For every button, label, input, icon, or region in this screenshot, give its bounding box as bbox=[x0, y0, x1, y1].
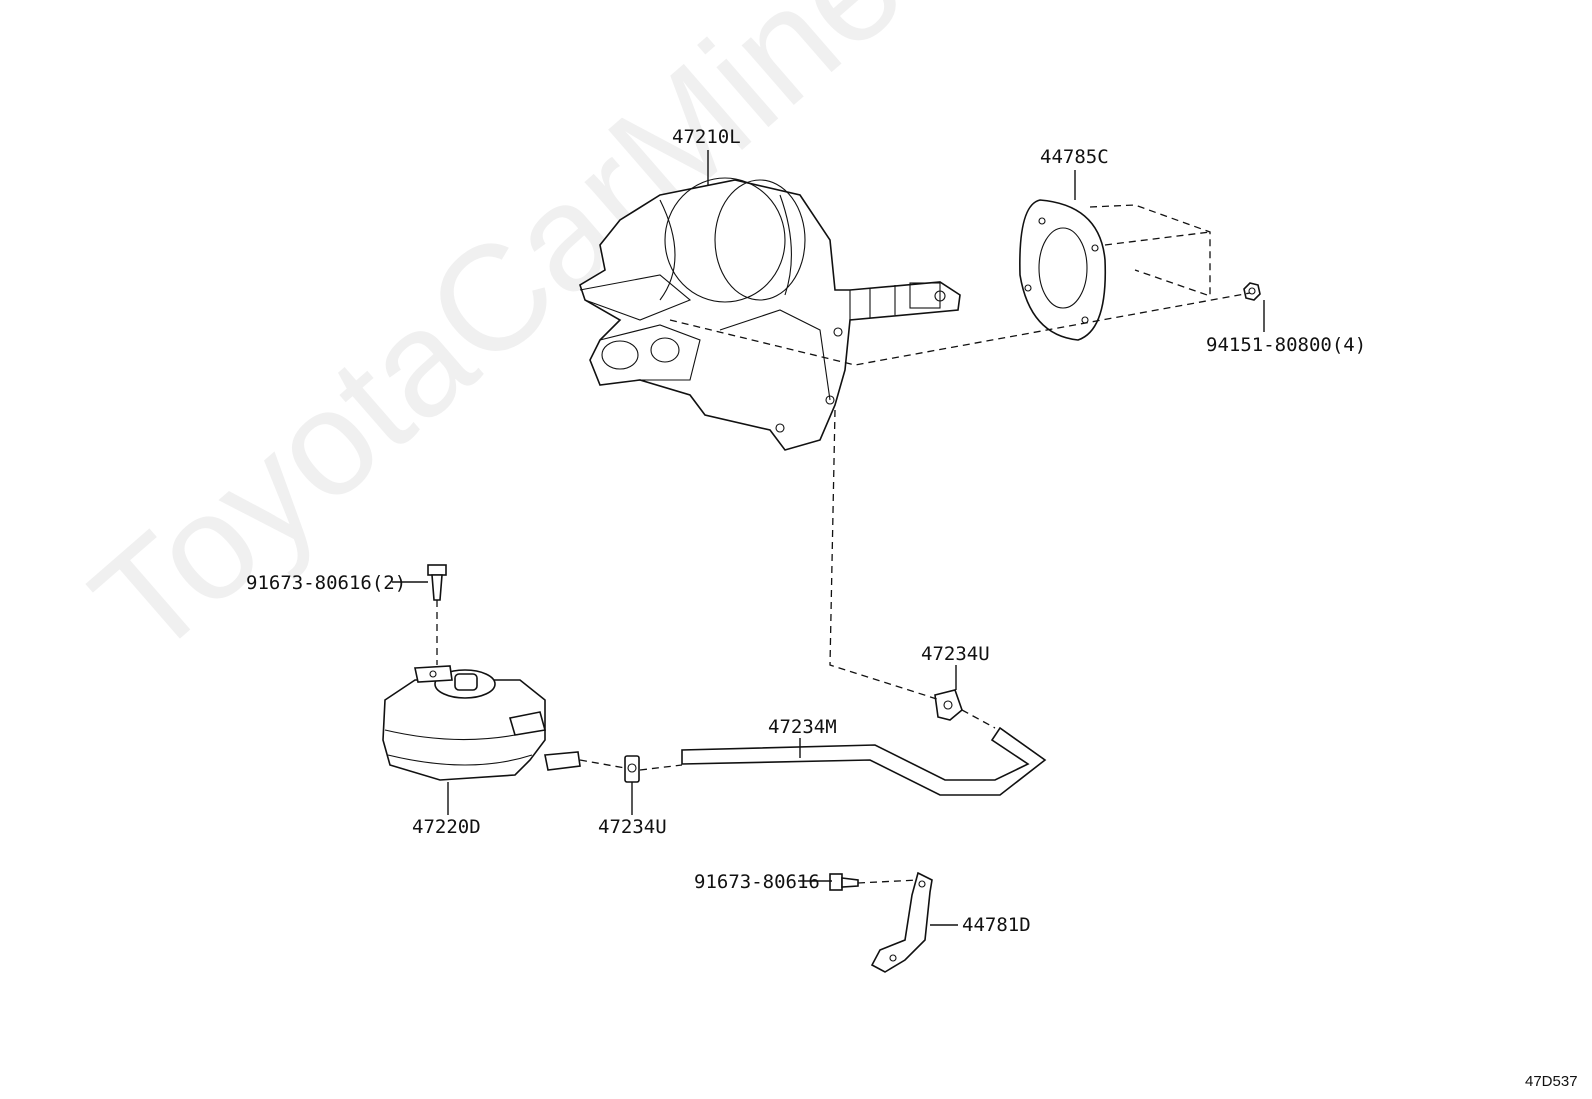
bolt-top-part[interactable] bbox=[427, 564, 447, 601]
bracket-part[interactable] bbox=[870, 871, 933, 973]
label-reservoir: 47220D bbox=[412, 816, 481, 838]
clip-upper-part[interactable] bbox=[934, 689, 963, 721]
label-booster: 47210L bbox=[672, 126, 741, 148]
reservoir-part[interactable] bbox=[382, 665, 581, 781]
dashed-lines bbox=[436, 292, 1251, 884]
brake-booster-assembly[interactable] bbox=[579, 177, 961, 451]
hose-part[interactable] bbox=[681, 726, 1047, 796]
label-clip-lower: 47234U bbox=[598, 816, 667, 838]
bolt-bottom-part[interactable] bbox=[829, 873, 859, 891]
gasket-part[interactable] bbox=[1019, 199, 1211, 341]
label-bolt-top: 91673-80616(2) bbox=[246, 572, 407, 594]
label-bolt-bottom: 91673-80616 bbox=[694, 871, 820, 893]
leader-lines bbox=[392, 150, 1265, 926]
label-bracket: 44781D bbox=[962, 914, 1031, 936]
clip-lower-part[interactable] bbox=[624, 755, 640, 783]
nut-part[interactable] bbox=[1243, 282, 1261, 301]
label-hose: 47234M bbox=[768, 716, 837, 738]
diagram-id: 47D537 bbox=[1525, 1073, 1578, 1090]
label-nut: 94151-80800(4) bbox=[1206, 334, 1367, 356]
label-gasket: 44785C bbox=[1040, 146, 1109, 168]
label-clip-upper: 47234U bbox=[921, 643, 990, 665]
